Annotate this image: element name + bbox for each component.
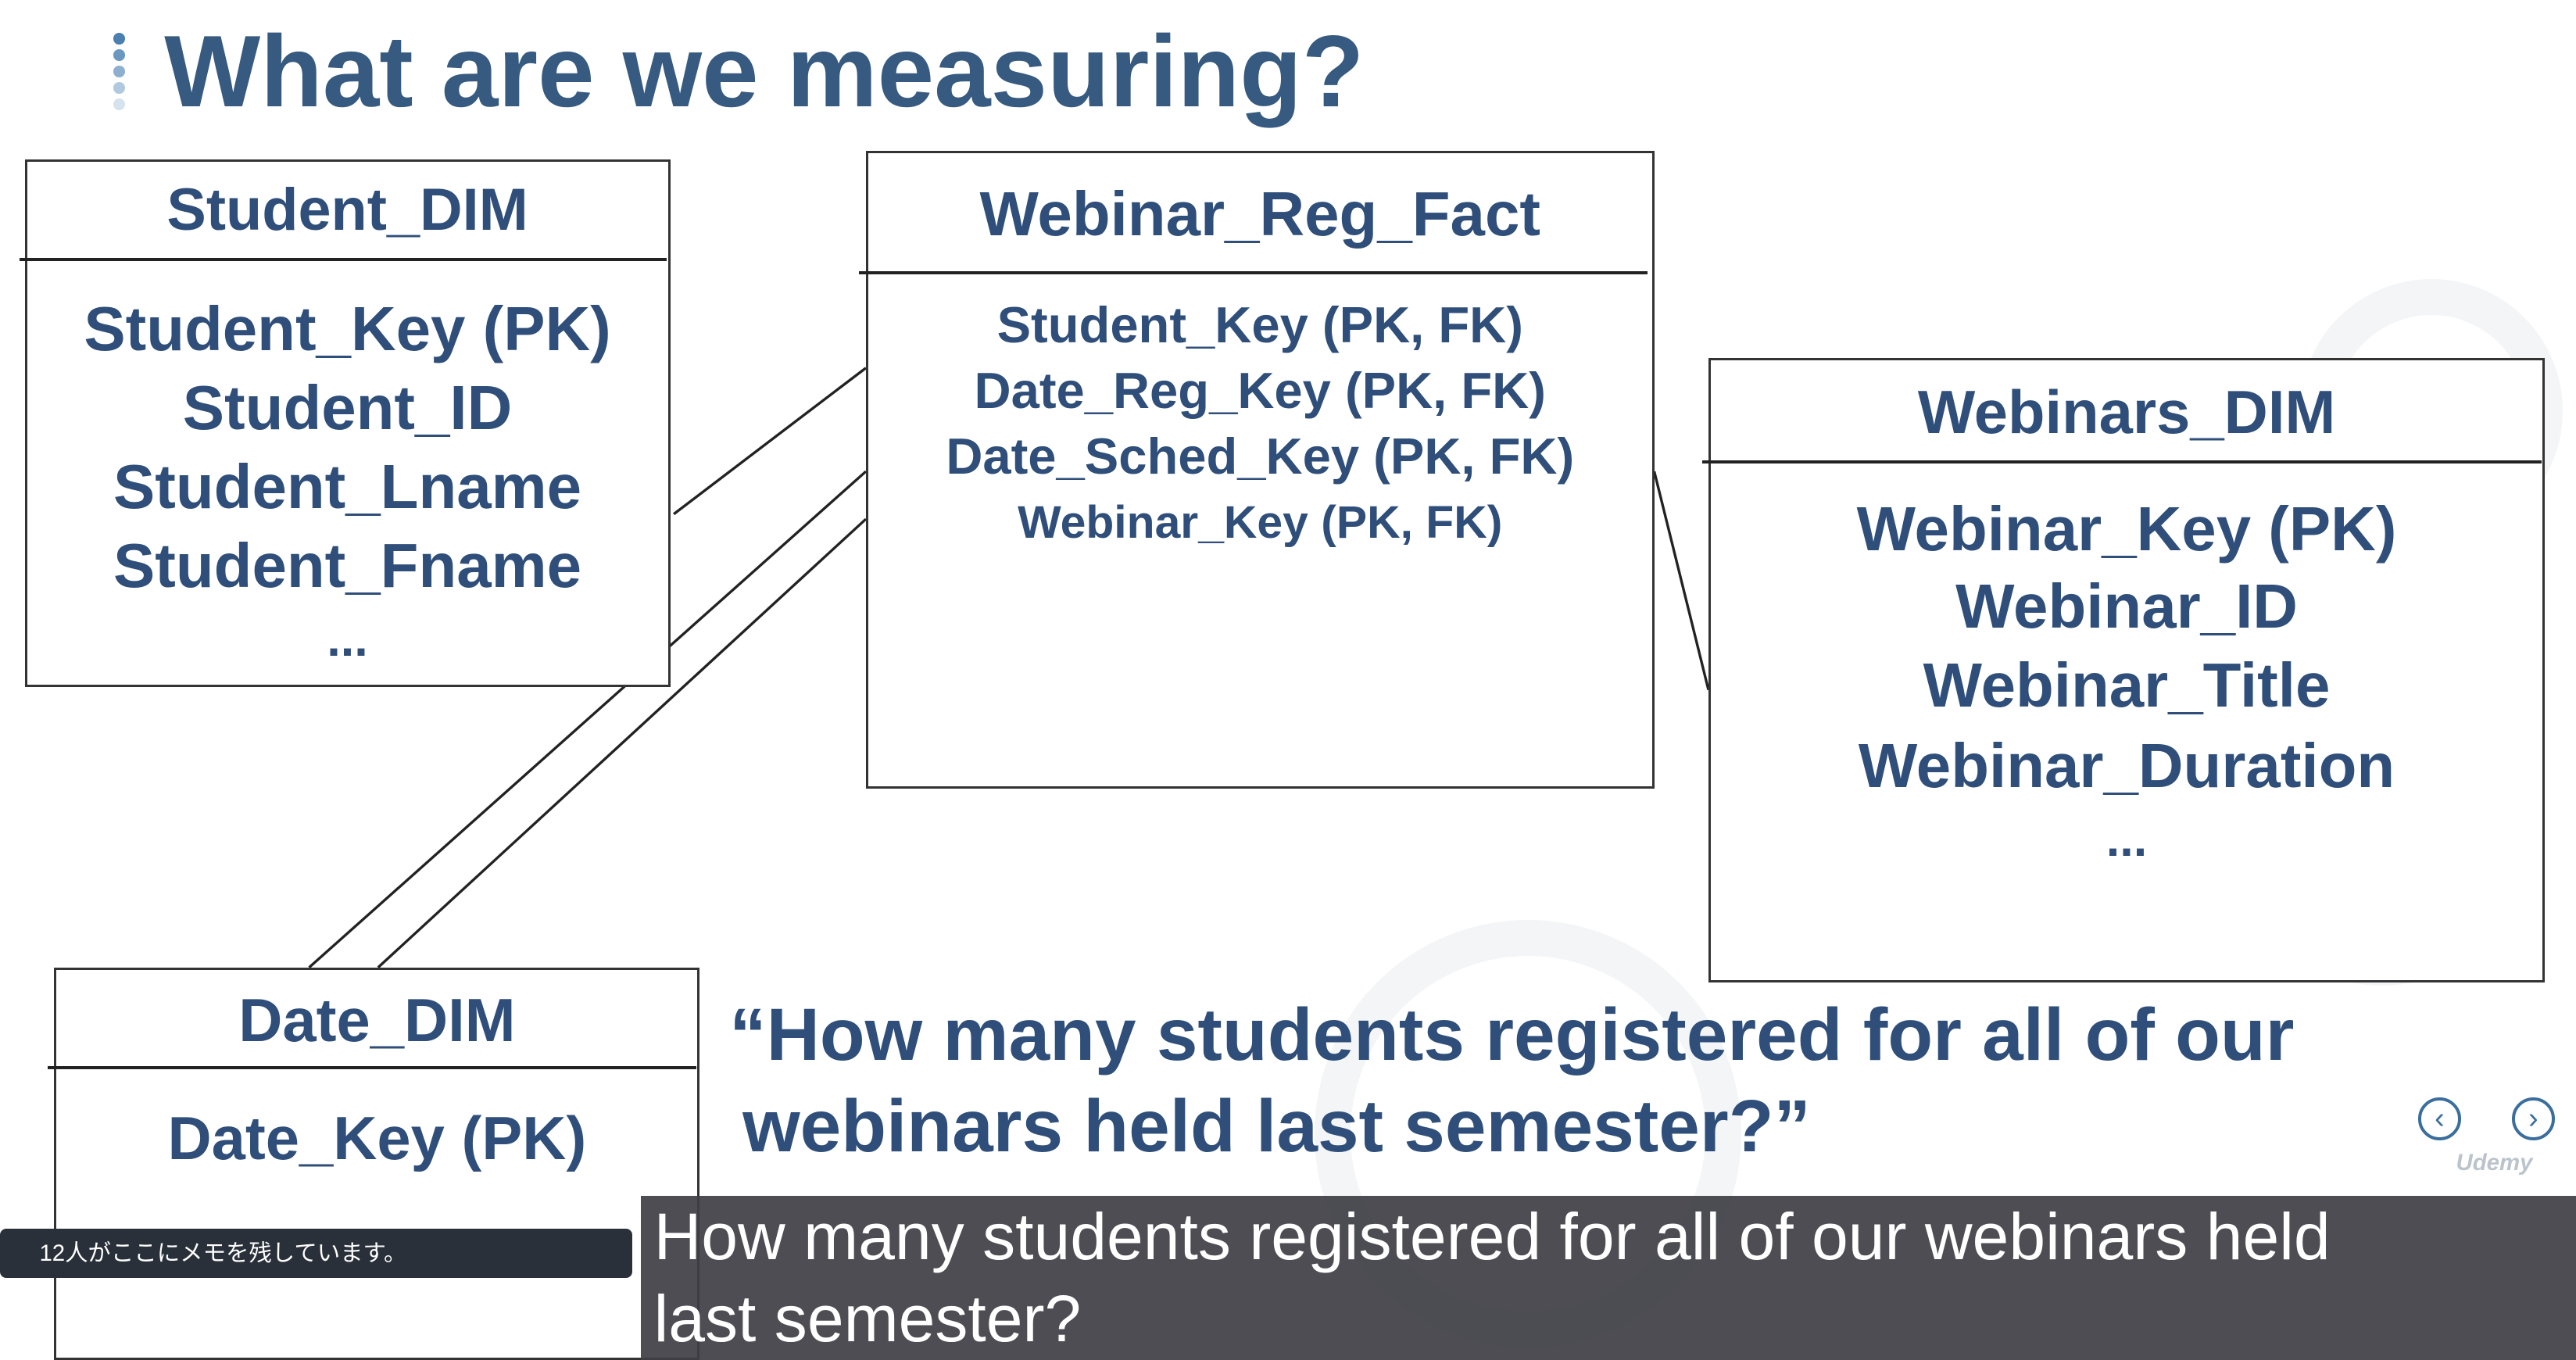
table-field: Student_Fname (113, 530, 582, 600)
table-field: Webinar_ID (1955, 571, 2298, 642)
table-field: Webinar_Key (PK, FK) (1018, 496, 1503, 548)
subtitle-caption: How many students registered for all of … (640, 1196, 2576, 1360)
title-bullet-icon (113, 33, 125, 115)
table-field: Date_Reg_Key (PK, FK) (974, 362, 1546, 420)
table-field: Student_Lname (113, 451, 582, 521)
table-webinars-dim: Webinars_DIM Webinar_Key (PK) Webinar_ID… (1708, 358, 2545, 982)
relationship-line (377, 517, 868, 968)
table-name: Date_DIM (238, 986, 516, 1054)
caption-line: How many students registered for all of … (653, 1200, 2331, 1274)
table-name: Student_DIM (166, 176, 528, 243)
chevron-right-circle-icon[interactable]: › (2511, 1097, 2555, 1140)
table-field: Webinar_Duration (1858, 731, 2395, 801)
slide-title: What are we measuring? (164, 13, 1365, 128)
divider (1701, 460, 2542, 463)
divider (47, 1066, 697, 1070)
table-field: Date_Key (PK) (167, 1105, 587, 1173)
relationship-line (1652, 471, 1710, 691)
caption-line: last semester? (653, 1282, 1082, 1356)
table-field: Webinar_Key (PK) (1856, 494, 2397, 564)
table-student-dim: Student_DIM Student_Key (PK) Student_ID … (24, 159, 671, 687)
notes-badge[interactable]: 12人がここにメモを残しています。 (0, 1229, 633, 1279)
divider (859, 270, 1648, 274)
question-quote-line1: “How many students registered for all of… (729, 993, 2295, 1076)
divider (20, 258, 667, 261)
table-name: Webinars_DIM (1917, 379, 2336, 447)
chevron-left-circle-icon[interactable]: ‹ (2418, 1097, 2461, 1140)
table-field: Student_Key (PK) (84, 293, 611, 363)
relationship-line (308, 470, 868, 969)
udemy-watermark: Udemy (2456, 1150, 2533, 1176)
table-field: Date_Sched_Key (PK, FK) (946, 428, 1575, 485)
table-field: Student_Key (PK, FK) (996, 296, 1523, 354)
table-field-ellipsis: ... (327, 611, 368, 667)
table-date-dim: Date_DIM Date_Key (PK) (54, 968, 700, 1360)
table-webinar-reg-fact: Webinar_Reg_Fact Student_Key (PK, FK) Da… (865, 151, 1655, 789)
table-name: Webinar_Reg_Fact (979, 178, 1540, 249)
table-field-ellipsis: ... (2106, 812, 2148, 868)
relationship-line (673, 367, 867, 516)
question-quote-line2: webinars held last semester?” (742, 1085, 1811, 1169)
table-field: Student_ID (182, 372, 513, 442)
table-field: Webinar_Title (1923, 650, 2331, 721)
